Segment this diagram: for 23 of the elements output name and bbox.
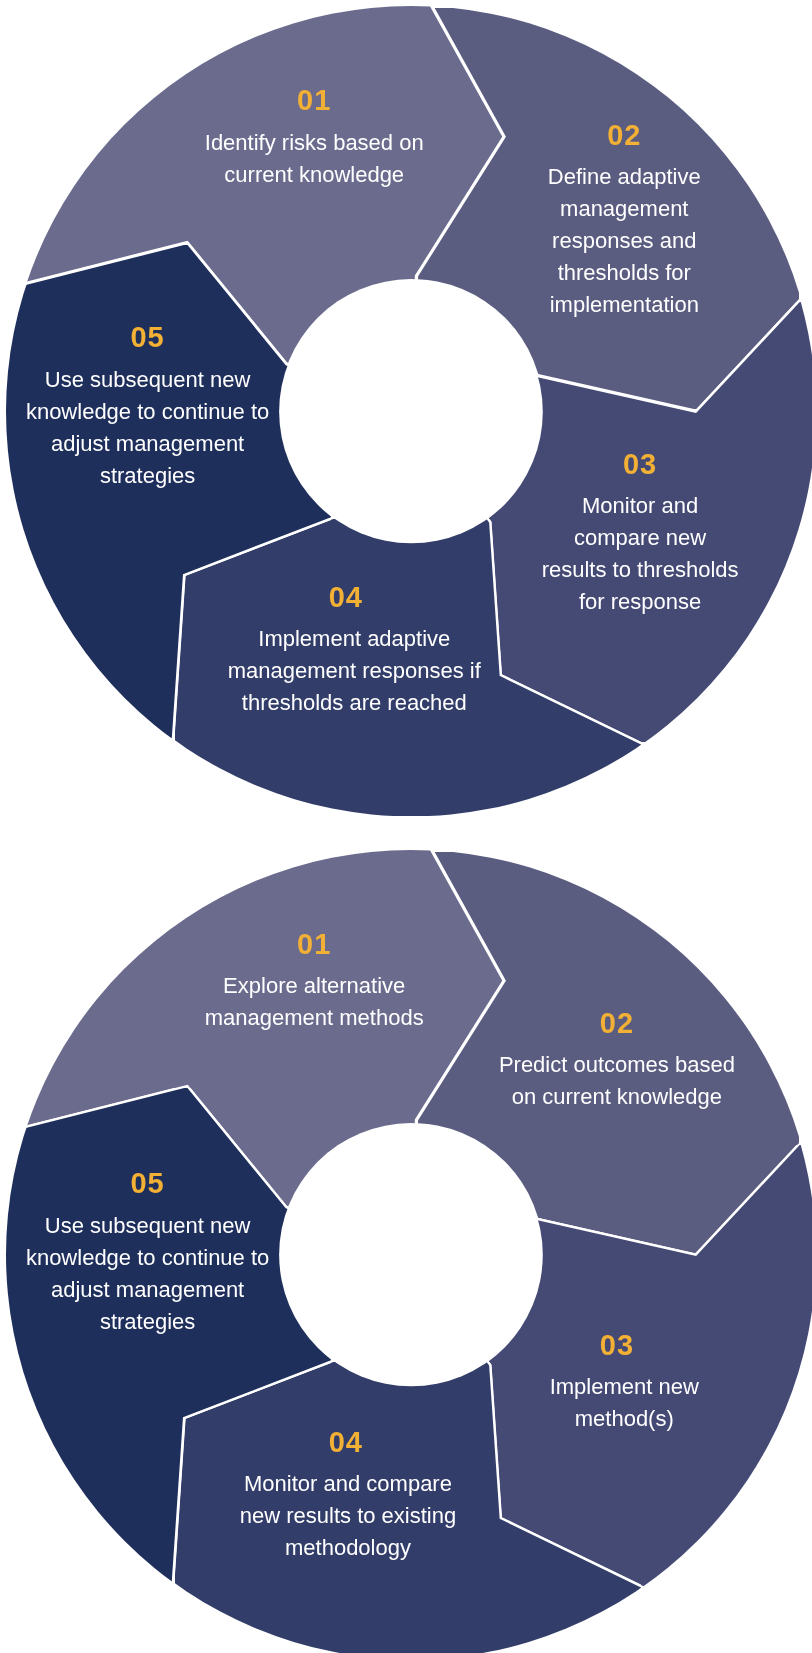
step-number: 01 [297,83,332,117]
step-number: 04 [328,1425,363,1459]
step-text: Implement new method(s) [548,1372,700,1433]
step-number: 01 [297,927,332,961]
cycle-segment [489,1145,812,1587]
step-text: Define adaptive management responses and thresholds for implementation [546,163,702,320]
step-text: Explore alternative management methods [203,972,425,1033]
step-number: 03 [599,1328,634,1362]
cycle-segment [27,6,502,363]
step-number: 02 [607,118,642,152]
step-text: Implement adaptive management responses if thresholds are reached [226,625,482,718]
step-number: 05 [130,320,165,354]
cycle-segment [27,849,502,1207]
step-number: 03 [622,447,658,481]
step-number: 04 [328,580,363,614]
step-text: Monitor and compare new results to existing methodology [238,1469,458,1562]
step-number: 02 [599,1006,634,1040]
step-text: Use subsequent new knowledge to continue to adjust management strategies [24,365,271,490]
step-number: 05 [130,1166,165,1200]
step-text: Monitor and compare new results to thresholds for response [540,492,740,617]
step-text: Predict outcomes based on current knowledge [497,1051,736,1112]
step-text: Use subsequent new knowledge to continue to adjust management strategies [24,1211,271,1336]
step-text: Identify risks based on current knowledge [203,128,425,189]
